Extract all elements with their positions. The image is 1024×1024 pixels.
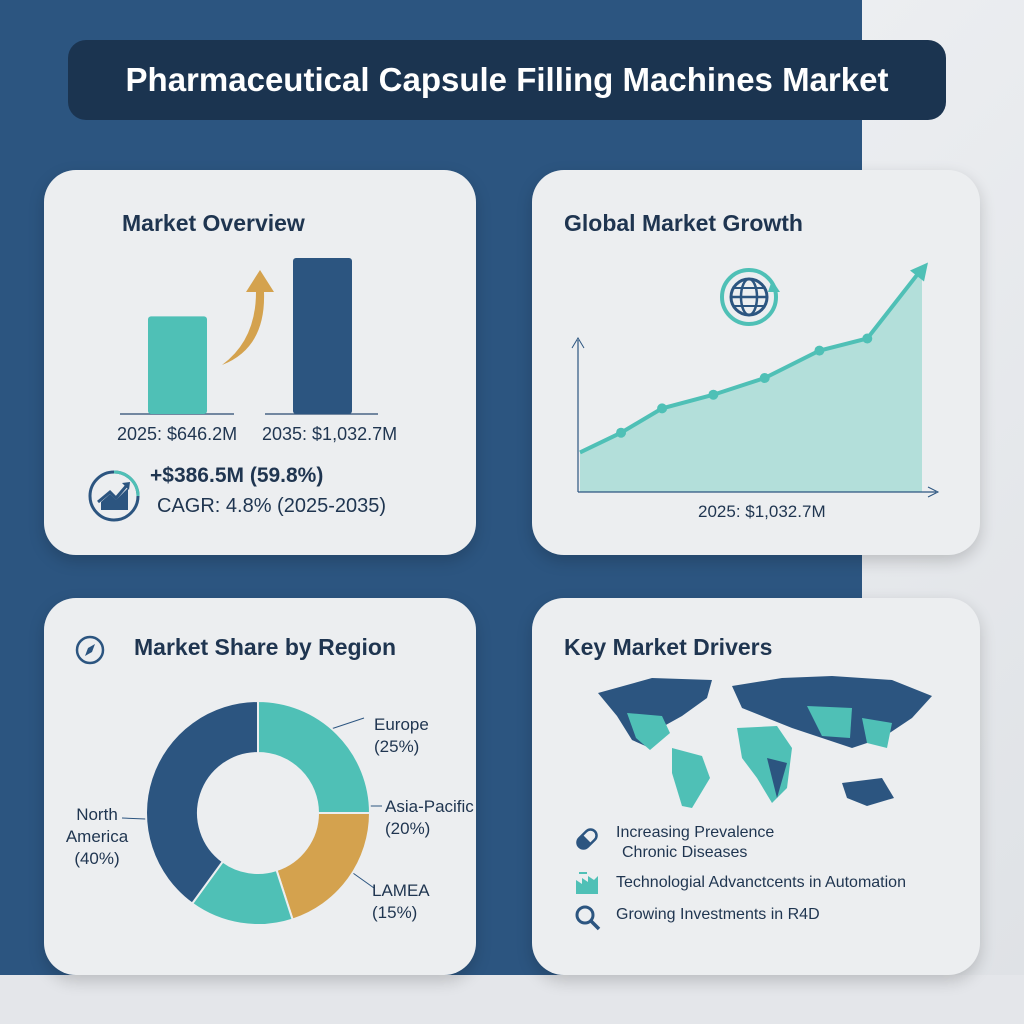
label-asia-pacific: Asia-Pacific (20%)	[385, 796, 474, 840]
card-title: Global Market Growth	[564, 210, 803, 236]
globe-icon	[720, 268, 780, 326]
label-north-america: North America (40%)	[62, 804, 132, 870]
area-fill	[580, 268, 922, 492]
slice-asia-pacific	[275, 812, 372, 921]
bar-2035	[293, 258, 352, 414]
y-axis-arrow	[571, 337, 585, 349]
card-title: Market Share by Region	[134, 634, 397, 660]
card-title: Market Overview	[122, 210, 305, 236]
driver-text: Chronic Diseases	[622, 844, 748, 861]
region-pct: (20%)	[385, 819, 431, 838]
donut-chart	[121, 699, 382, 926]
increase-value: +$386.5M (59.8%)	[150, 464, 324, 487]
x-axis-arrow	[927, 486, 940, 498]
data-point	[708, 389, 719, 400]
capsule-icon	[576, 828, 598, 850]
factory-icon	[576, 872, 598, 894]
bar-label-2035: 2035: $1,032.7M	[262, 424, 398, 444]
region-pct: (15%)	[372, 903, 418, 922]
bar-chart	[120, 258, 378, 415]
global-growth-card: Global Market Growth 2025: $1,032.7M	[532, 170, 980, 555]
card-title: Key Market Drivers	[564, 634, 773, 660]
data-point	[862, 333, 873, 344]
magnifier-icon	[575, 905, 601, 931]
key-drivers-card: Key Market Drivers Increasing Prevalence…	[532, 598, 980, 975]
world-map	[598, 676, 932, 808]
page-title: Pharmaceutical Capsule Filling Machines …	[68, 40, 946, 120]
data-point	[759, 373, 770, 383]
growth-arrow-icon	[222, 270, 274, 365]
series-line	[579, 267, 924, 455]
chart-caption: 2025: $1,032.7M	[698, 502, 826, 521]
bar-label-2025: 2025: $646.2M	[117, 424, 238, 444]
bar-2025	[148, 316, 207, 414]
data-point	[616, 427, 627, 438]
driver-text: Increasing Prevalence	[616, 824, 775, 841]
region-pct: (25%)	[374, 737, 420, 756]
data-point	[814, 345, 825, 356]
region-pct: (40%)	[74, 849, 120, 868]
region-name: Asia-Pacific	[385, 797, 474, 816]
driver-item: Growing Investments in R4D	[616, 906, 820, 923]
market-overview-card: Market Overview 2025: $646.2M 2035: $1,0…	[44, 170, 476, 555]
data-point	[657, 403, 668, 414]
compass-icon	[75, 635, 105, 665]
slice-europe	[257, 699, 372, 814]
slice-north-america	[145, 699, 259, 906]
driver-item: Technologial Advanctcents in Automation	[616, 874, 906, 891]
world-map-shapes	[598, 676, 932, 808]
region-name: LAMEA	[372, 881, 430, 900]
region-name: North America	[65, 805, 129, 846]
cagr-value: CAGR: 4.8% (2025-2035)	[157, 495, 387, 517]
region-name: Europe	[374, 715, 429, 734]
line-chart	[571, 262, 940, 498]
label-lameA: LAMEA (15%)	[372, 880, 430, 924]
arrow-head	[910, 262, 928, 282]
trend-icon	[88, 470, 140, 522]
market-share-card: Market Share by Region Europe (25%) Asia-…	[44, 598, 476, 975]
label-europe: Europe (25%)	[374, 714, 429, 758]
